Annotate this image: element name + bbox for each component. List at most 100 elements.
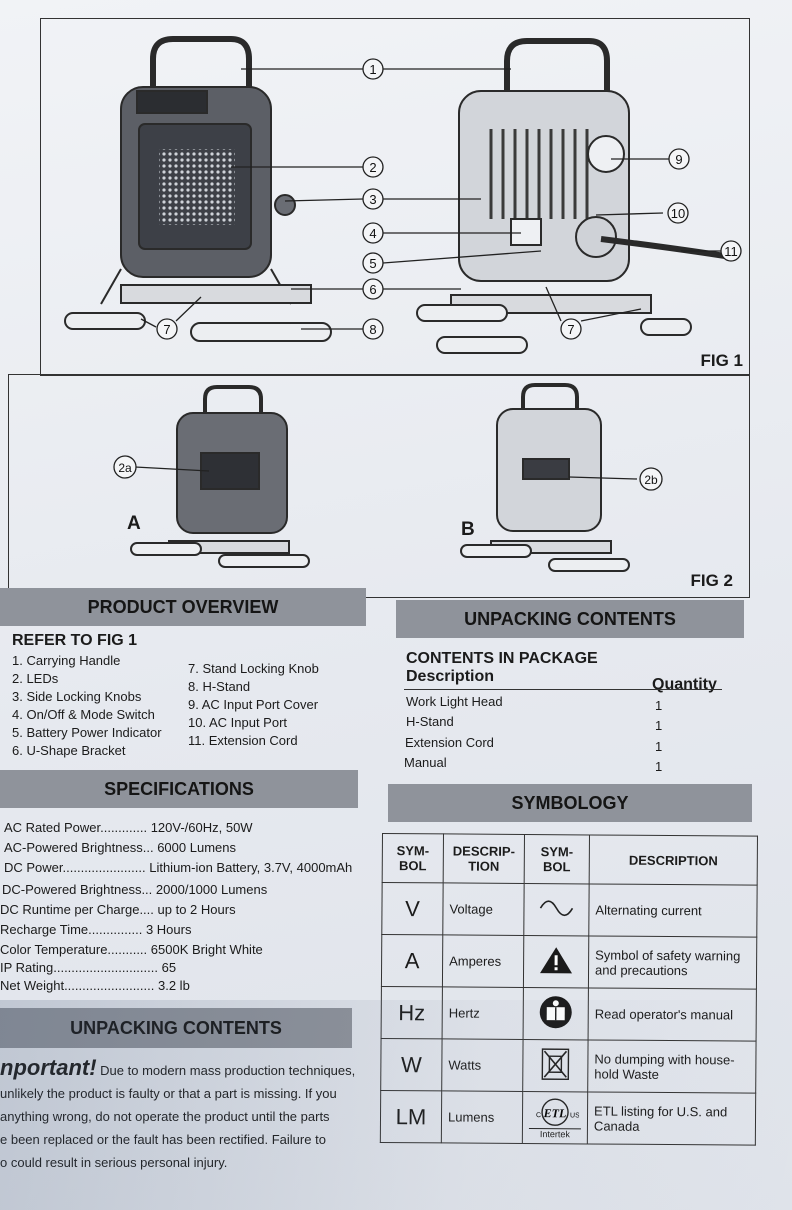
fig1-illustration: 1 2 3 4 5 6 7 8 7 9 10 11 [64, 36, 742, 354]
contents-divider [404, 689, 722, 690]
callout-2b: 2b [644, 473, 658, 487]
list-item: 1. Carrying Handle [12, 653, 121, 668]
callout-11: 11 [724, 244, 738, 259]
table-row: Hz Hertz Read operator's manual [381, 986, 757, 1042]
content-item: Manual [404, 755, 447, 770]
spec-row: AC Rated Power............. 120V-/60Hz, … [4, 820, 253, 835]
spec-row: DC Power....................... Lithium-… [4, 860, 352, 875]
read-manual-icon [523, 987, 589, 1040]
content-qty: 1 [655, 698, 663, 713]
list-item: 10. AC Input Port [188, 715, 288, 730]
list-item: 7. Stand Locking Knob [188, 661, 319, 676]
desc2-cell: Symbol of safety warning and precautions [588, 935, 757, 990]
variant-b-label: B [461, 519, 475, 540]
symbology-heading: SYMBOLOGY [388, 784, 752, 822]
header-description-2: DESCRIPTION [589, 834, 758, 886]
variant-a-label: A [127, 513, 141, 534]
callout-7-right: 7 [567, 322, 574, 337]
spec-row: IP Rating............................. 6… [0, 960, 176, 975]
list-item: 2. LEDs [12, 671, 59, 686]
notice-line: anything wrong, do not operate the produ… [0, 1109, 330, 1124]
content-qty: 1 [655, 718, 663, 733]
list-item: 11. Extension Cord [188, 733, 298, 748]
notice-line: e been replaced or the fault has been re… [0, 1132, 326, 1147]
warning-triangle-icon [523, 935, 589, 988]
quantity-column-header: Quantity [652, 676, 717, 693]
table-row: W Watts No dumping with house-hold Waste [380, 1038, 757, 1094]
list-item: 6. U-Shape Bracket [12, 743, 126, 758]
desc-cell: Amperes [442, 934, 524, 988]
etl-intertek-label: Intertek [528, 1127, 581, 1139]
desc-cell: Voltage [442, 882, 525, 936]
product-overview-heading: PRODUCT OVERVIEW [0, 588, 366, 626]
etl-c-mark: C [536, 1112, 541, 1119]
content-qty: 1 [655, 739, 663, 754]
callout-1: 1 [369, 62, 376, 77]
spec-label: AC Rated Power............. [4, 820, 148, 835]
spec-label: Net Weight......................... [0, 978, 155, 993]
specifications-heading: SPECIFICATIONS [0, 770, 358, 808]
content-item: Extension Cord [405, 735, 494, 750]
desc2-cell: Read operator's manual [588, 987, 757, 1042]
led-grid [159, 149, 235, 225]
table-row: V Voltage Alternating current [381, 882, 758, 938]
refer-to-fig-heading: REFER TO FIG 1 [12, 632, 138, 649]
spec-value: 6500K Bright White [150, 942, 263, 957]
description-column-header: Description [406, 668, 495, 685]
contents-in-package-heading: CONTENTS IN PACKAGE [406, 650, 598, 667]
desc-cell: Lumens [441, 1090, 523, 1144]
spec-label: Recharge Time............... [0, 922, 143, 937]
fig1-label: FIG 1 [700, 351, 743, 370]
callout-10: 10 [671, 206, 685, 221]
figure-1: 1 2 3 4 5 6 7 8 7 9 10 11 FIG 1 [40, 18, 750, 376]
crossed-bin-icon [522, 1039, 589, 1092]
list-item: 3. Side Locking Knobs [12, 689, 142, 704]
symbol-cell: A [381, 934, 443, 987]
notice-line: unlikely the product is faulty or that a… [0, 1086, 337, 1101]
desc-cell: Hertz [442, 986, 524, 1040]
content-item: Work Light Head [406, 694, 503, 709]
desc2-cell: Alternating current [588, 883, 758, 938]
list-item: 8. H-Stand [188, 679, 251, 694]
figure-2: 2a 2b A B FIG 2 [8, 374, 750, 598]
spec-value: 2000/1000 Lumens [155, 882, 268, 897]
spec-row: DC Runtime per Charge.... up to 2 Hours [0, 902, 236, 917]
callout-8: 8 [369, 322, 376, 337]
spec-row: Recharge Time............... 3 Hours [0, 922, 191, 937]
overview-list-left: 1. Carrying Handle 2. LEDs 3. Side Locki… [12, 652, 162, 760]
spec-label: Color Temperature........... [0, 942, 148, 957]
spec-label: DC-Powered Brightness... [2, 882, 153, 897]
table-header-row: SYM- BOL DESCRIP- TION SYM- BOL DESCRIPT… [382, 833, 758, 886]
desc2-cell: No dumping with house-hold Waste [587, 1039, 757, 1094]
svg-text:ETL: ETL [543, 1106, 567, 1120]
header-symbol-2: SYM- BOL [524, 834, 590, 884]
list-item: 5. Battery Power Indicator [12, 725, 162, 740]
spec-label: DC Runtime per Charge.... [0, 902, 154, 917]
spec-label: DC Power....................... [4, 860, 146, 875]
spec-row: Color Temperature........... 6500K Brigh… [0, 942, 263, 957]
symbol-cell: W [380, 1038, 443, 1091]
table-row: A Amperes Symbol of safety warning and p… [381, 934, 757, 990]
important-notice: nportant! Due to modern mass production … [0, 1056, 380, 1174]
notice-line: Due to modern mass production techniques… [100, 1063, 356, 1078]
spec-row: DC-Powered Brightness... 2000/1000 Lumen… [2, 882, 267, 897]
callout-3: 3 [369, 192, 376, 207]
fig2-label: FIG 2 [690, 571, 733, 590]
spec-value: 3 Hours [145, 922, 192, 937]
spec-value: 3.2 lb [158, 978, 190, 993]
spec-value: 120V-/60Hz, 50W [150, 820, 253, 835]
spec-value: 6000 Lumens [157, 840, 236, 855]
overview-list-right: 7. Stand Locking Knob 8. H-Stand 9. AC I… [188, 660, 319, 750]
fig2-illustration: 2a 2b [113, 383, 663, 572]
callout-4: 4 [369, 226, 376, 241]
unpacking-contents-heading-right: UNPACKING CONTENTS [396, 600, 744, 638]
spec-value: 65 [161, 960, 177, 975]
spec-value: up to 2 Hours [157, 902, 236, 917]
content-item: H-Stand [406, 714, 454, 729]
callout-2: 2 [369, 160, 376, 175]
callout-9: 9 [675, 152, 682, 167]
spec-value: Lithium-ion Battery, 3.7V, 4000mAh [149, 860, 353, 875]
spec-row: Net Weight......................... 3.2 … [0, 978, 190, 993]
etl-us-mark: US [570, 1112, 579, 1119]
spec-label: IP Rating............................. [0, 960, 158, 975]
